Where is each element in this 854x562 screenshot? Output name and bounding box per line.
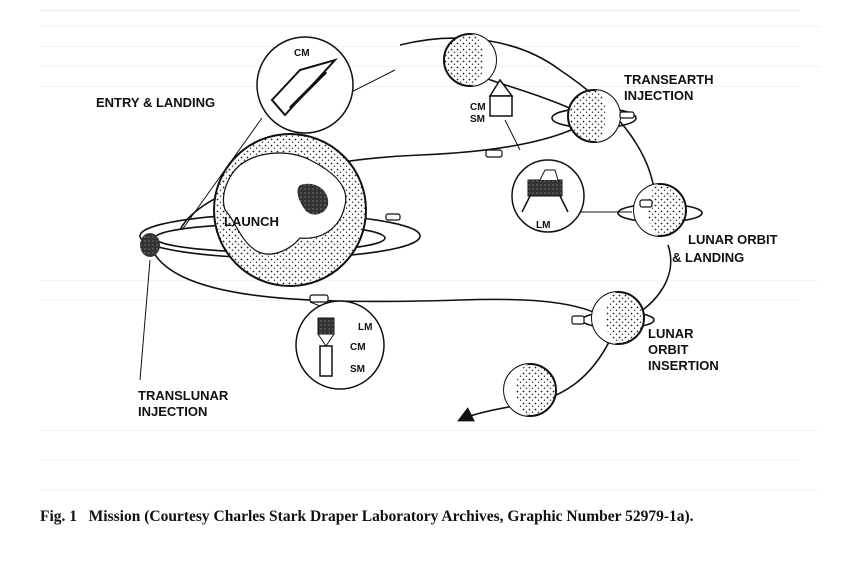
earth-continent-2 xyxy=(297,183,329,215)
spacecraft-icon xyxy=(639,199,653,208)
spacecraft-icon xyxy=(485,149,503,158)
moon-bottom xyxy=(503,363,557,417)
transearth-label-1: TRANSEARTH xyxy=(624,72,714,87)
cm-label: CM xyxy=(470,102,486,113)
inset-cm2-label: CM xyxy=(350,342,366,353)
entry-landing-label: ENTRY & LANDING xyxy=(96,95,215,110)
spacecraft-icon xyxy=(309,294,329,303)
inset-lm: LM xyxy=(511,159,632,233)
lm-body-drawing xyxy=(527,179,563,197)
launch-label: LAUNCH xyxy=(224,214,279,229)
earth-continent xyxy=(222,152,347,255)
spacecraft-icon xyxy=(619,111,635,119)
translunar-label-1: TRANSLUNAR xyxy=(138,388,229,403)
inset-lm-label: LM xyxy=(536,220,550,231)
cmsm-drawing: CM SM xyxy=(470,78,521,151)
inset-cm-label: CM xyxy=(294,48,310,59)
inset-stack: LM CM SM xyxy=(295,300,385,390)
figure-caption: Fig. 1 Mission (Courtesy Charles Stark D… xyxy=(40,508,840,526)
insertion-label-1: LUNAR xyxy=(648,326,694,341)
moon-lunar-orbit xyxy=(633,183,687,237)
insertion-label-3: INSERTION xyxy=(648,358,719,373)
inset-sm-label: SM xyxy=(350,364,365,375)
earth: LAUNCH xyxy=(213,133,367,287)
insertion-label-2: ORBIT xyxy=(648,342,689,357)
transearth-label-2: INJECTION xyxy=(624,88,693,103)
spacecraft-icon xyxy=(385,213,401,221)
caption-fig: Fig. 1 xyxy=(40,508,78,525)
sm-label: SM xyxy=(470,114,485,125)
caption-text: Mission (Courtesy Charles Stark Draper L… xyxy=(88,508,694,525)
inset-entry: CM xyxy=(181,36,396,231)
moon-insertion xyxy=(591,291,645,345)
moon-transearth xyxy=(567,89,621,143)
moon-top xyxy=(443,33,497,87)
launch-cloud xyxy=(139,233,160,381)
spacecraft-icon xyxy=(571,315,585,325)
lunar-orbit-label-2: & LANDING xyxy=(672,250,744,265)
lunar-orbit-label-1: LUNAR ORBIT xyxy=(688,232,778,247)
inset-lm2-label: LM xyxy=(358,322,372,333)
translunar-label-2: INJECTION xyxy=(138,404,207,419)
spacecraft-markers xyxy=(309,111,653,325)
translunar-path xyxy=(149,244,601,316)
